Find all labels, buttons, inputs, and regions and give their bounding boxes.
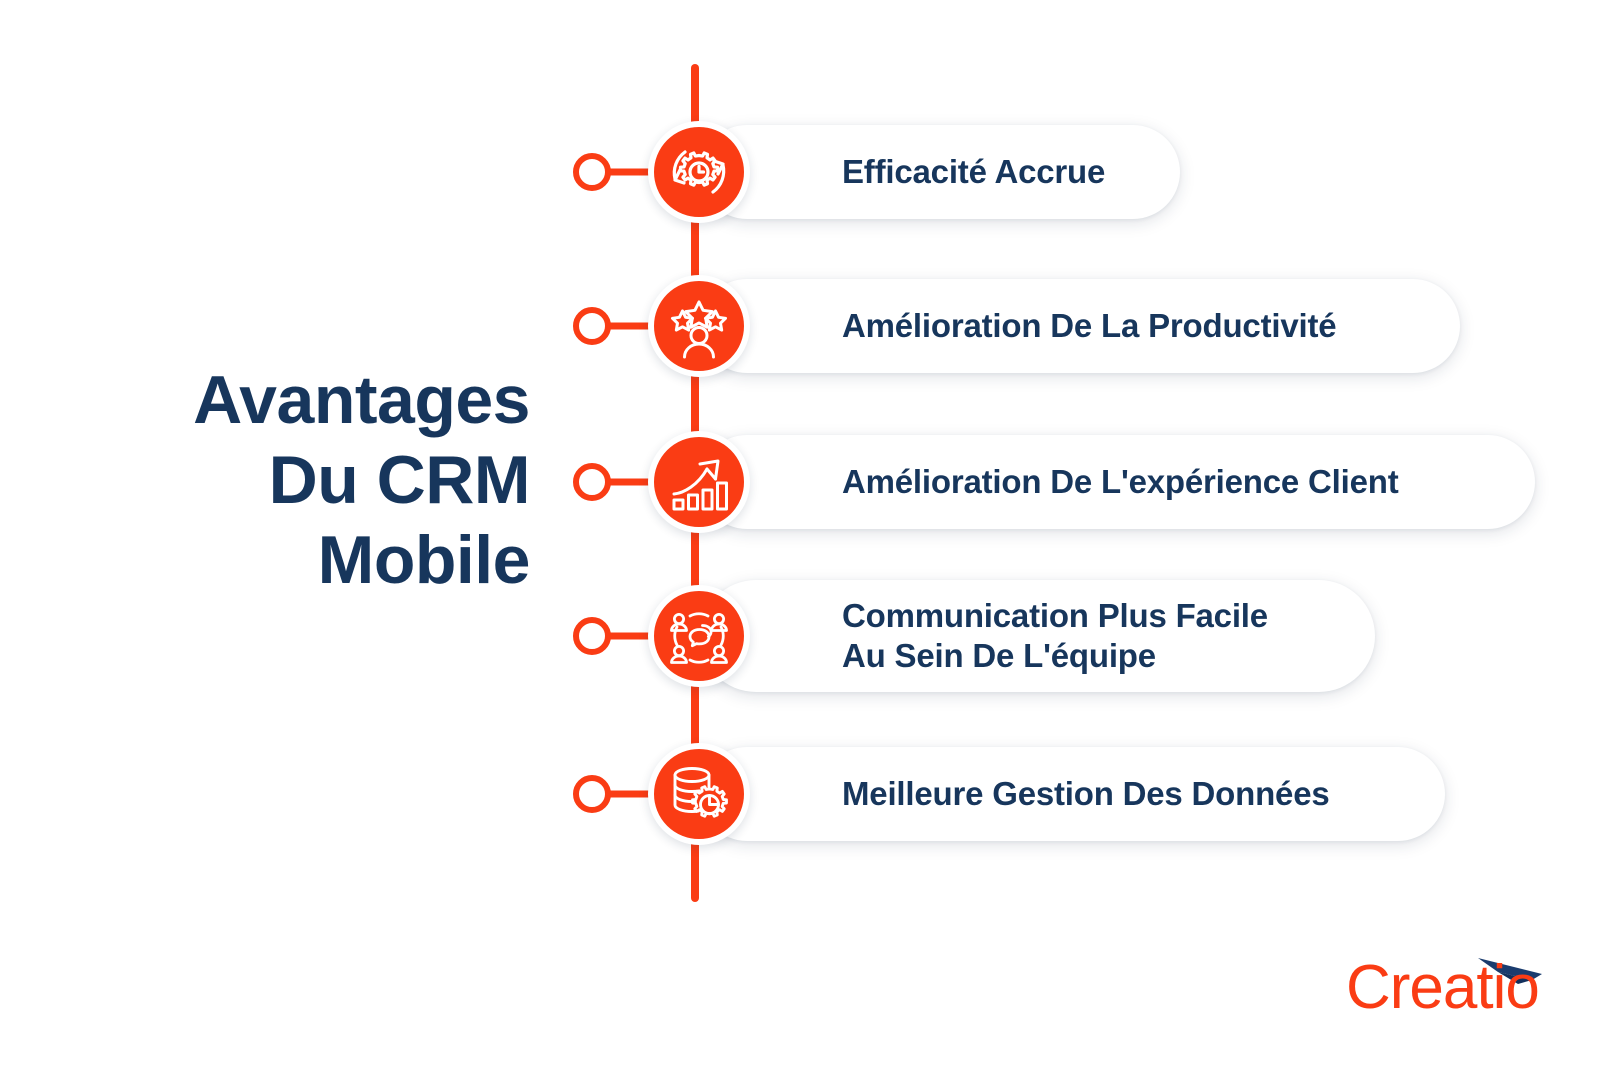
logo-wordmark: Creatio (1346, 953, 1539, 1014)
database-gear-pie-icon (648, 743, 750, 845)
connector-dot-3 (573, 463, 611, 501)
timeline-label-1: Efficacité Accrue (842, 152, 1106, 190)
connector-dot-4 (573, 617, 611, 655)
timeline-label-4: Communication Plus Facile Au Sein De L'é… (842, 596, 1268, 674)
connector-line-1 (608, 168, 670, 176)
growth-arrow-bar-chart-icon (648, 431, 750, 533)
timeline-item-3[interactable]: Amélioration De L'expérience Client (0, 402, 1610, 562)
timeline-label-2: Amélioration De La Productivité (842, 306, 1337, 344)
timeline-pill-3[interactable]: Amélioration De L'expérience Client (700, 435, 1535, 529)
timeline-pill-2[interactable]: Amélioration De La Productivité (700, 279, 1460, 373)
timeline-pill-1[interactable]: Efficacité Accrue (700, 125, 1180, 219)
connector-dot-2 (573, 307, 611, 345)
connector-dot-5 (573, 775, 611, 813)
connector-line-3 (608, 478, 670, 486)
connector-line-5 (608, 790, 670, 798)
timeline-label-3: Amélioration De L'expérience Client (842, 462, 1399, 500)
connector-dot-1 (573, 153, 611, 191)
person-stars-rating-icon (648, 275, 750, 377)
timeline-pill-5[interactable]: Meilleure Gestion Des Données (700, 747, 1445, 841)
page-title-line-3: Mobile (317, 522, 531, 599)
timeline-item-1[interactable]: Efficacité Accrue (0, 92, 1610, 252)
page-title: Avantages Du CRM Mobile (80, 360, 530, 601)
team-network-chat-icon (648, 585, 750, 687)
timeline-item-2[interactable]: Amélioration De La Productivité (0, 246, 1610, 406)
page-title-line-1: Avantages (193, 362, 530, 438)
logo-swoosh-icon (1478, 958, 1542, 980)
creatio-logo: Creatio (1346, 952, 1578, 1014)
timeline-label-5: Meilleure Gestion Des Données (842, 774, 1330, 812)
connector-line-2 (608, 322, 670, 330)
timeline-item-5[interactable]: Meilleure Gestion Des Données (0, 714, 1610, 874)
connector-line-4 (608, 632, 670, 640)
page-title-line-2: Du CRM (268, 442, 531, 519)
timeline-item-4[interactable]: Communication Plus Facile Au Sein De L'é… (0, 556, 1610, 716)
timeline-pill-4[interactable]: Communication Plus Facile Au Sein De L'é… (700, 580, 1375, 692)
gear-clock-refresh-icon (648, 121, 750, 223)
